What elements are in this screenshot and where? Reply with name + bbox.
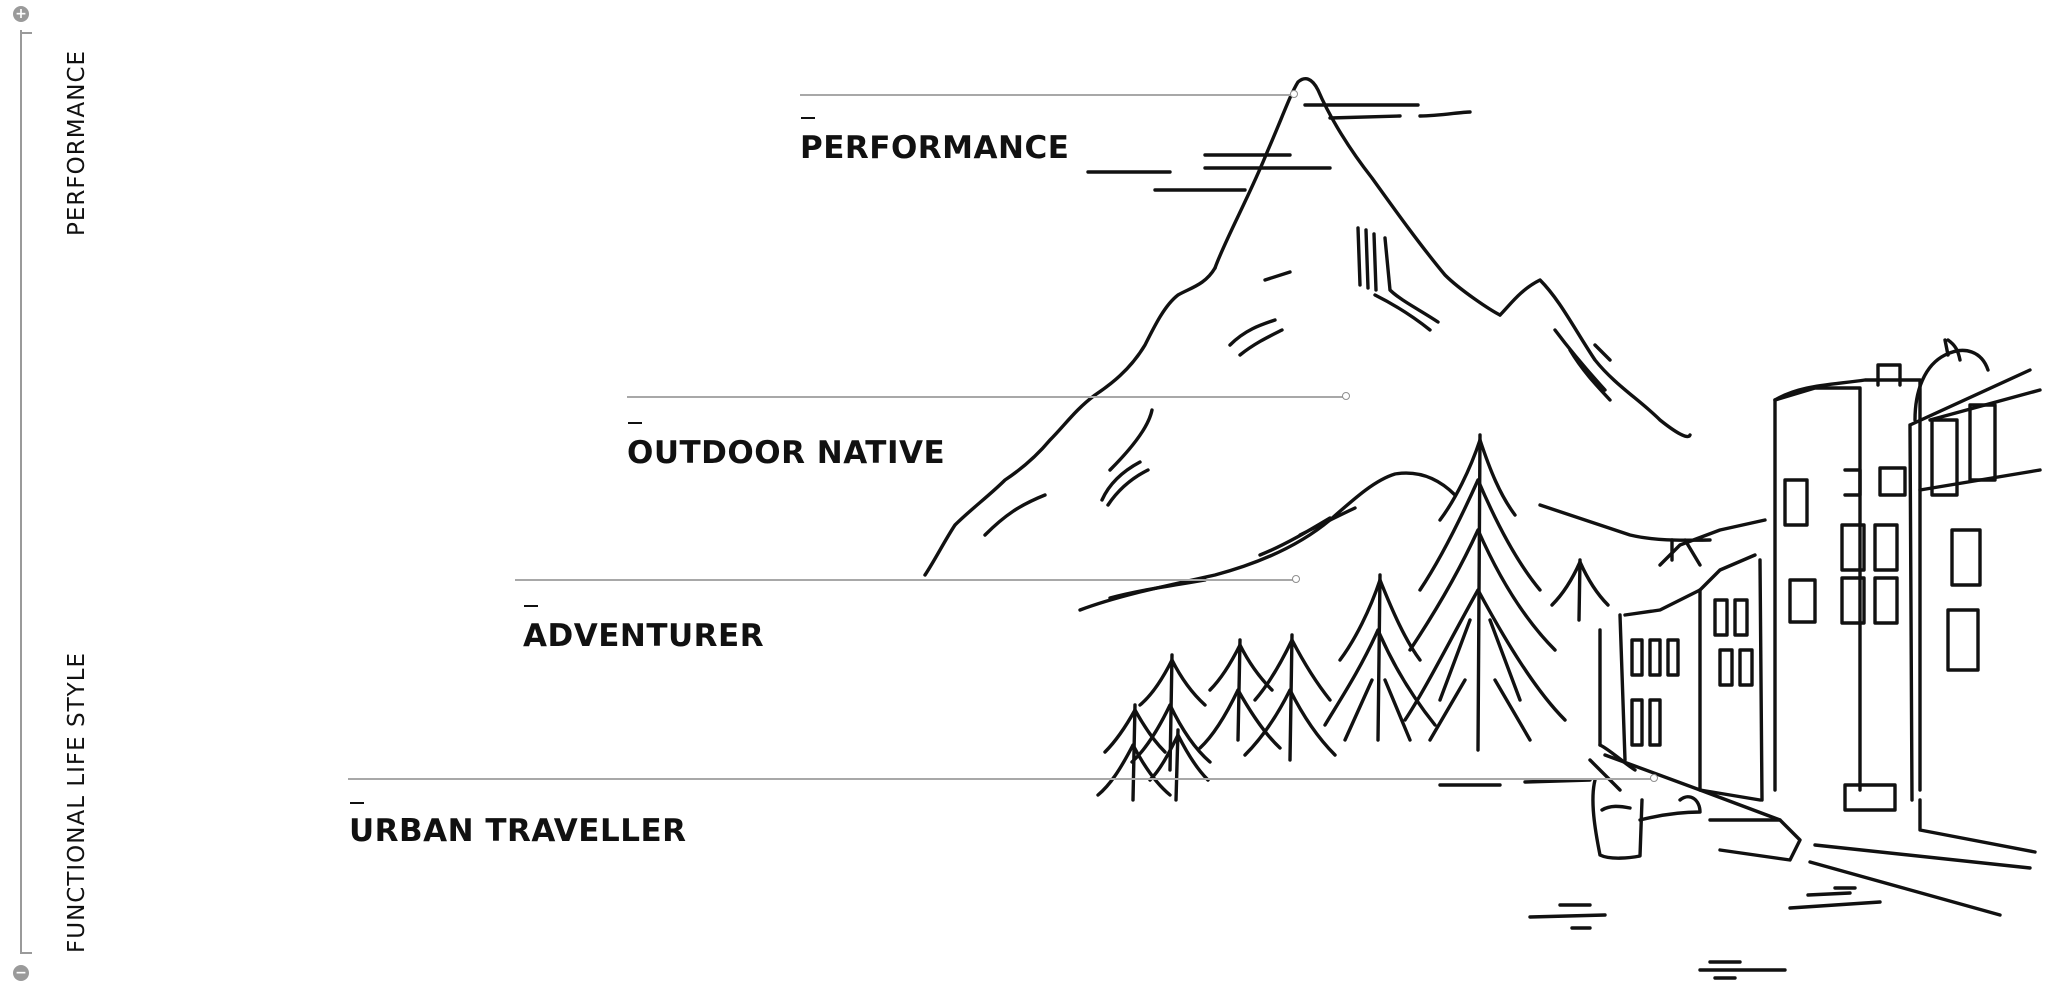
level-dot-outdoor-native[interactable] bbox=[1342, 392, 1350, 400]
level-dash-performance bbox=[801, 117, 815, 119]
mountain-peak-outline bbox=[1213, 77, 1502, 317]
mountain-left-slope bbox=[923, 266, 1217, 577]
level-label-outdoor-native[interactable]: OUTDOOR NATIVE bbox=[627, 435, 946, 471]
domed-building bbox=[1908, 338, 2042, 802]
slope-mark-3 bbox=[1263, 270, 1292, 282]
ridge-hatch-4 bbox=[1383, 236, 1440, 324]
level-label-urban-traveller[interactable]: URBAN TRAVELLER bbox=[349, 813, 687, 849]
level-line-urban-traveller bbox=[348, 778, 1652, 780]
spruce-tree-small-4 bbox=[1096, 703, 1172, 802]
spruce-tree-medium bbox=[1323, 573, 1437, 742]
slope-mark-7 bbox=[983, 493, 1047, 537]
lower-hill-right bbox=[1538, 503, 1712, 542]
slope-mark-4 bbox=[1100, 460, 1142, 502]
level-line-performance bbox=[800, 94, 1294, 96]
tower-building bbox=[1773, 363, 1922, 812]
spruce-tree-large bbox=[1403, 433, 1567, 752]
slope-mark-6 bbox=[1108, 408, 1154, 472]
scale-axis-top-cap bbox=[20, 32, 32, 34]
right-slope-marks bbox=[1553, 328, 1612, 402]
spruce-tree-small-1 bbox=[1243, 633, 1337, 762]
level-dot-performance[interactable] bbox=[1290, 90, 1298, 98]
spruce-tree-small-3 bbox=[1130, 653, 1212, 772]
level-label-adventurer[interactable]: ADVENTURER bbox=[523, 618, 765, 654]
spruce-tree-small-2 bbox=[1198, 638, 1282, 750]
cloud-streak-7 bbox=[1418, 110, 1472, 118]
level-dash-adventurer bbox=[524, 605, 538, 607]
spruce-tree-small-6 bbox=[1550, 558, 1610, 622]
level-dot-urban-traveller[interactable] bbox=[1650, 774, 1658, 782]
slope-mark-2 bbox=[1238, 328, 1284, 357]
scale-axis-bottom-cap bbox=[20, 952, 32, 954]
zoom-out-button[interactable]: − bbox=[13, 965, 29, 981]
ridge-hatch-3 bbox=[1372, 232, 1378, 292]
zoom-in-button[interactable]: + bbox=[13, 6, 29, 22]
level-dot-adventurer[interactable] bbox=[1292, 575, 1300, 583]
level-dash-urban-traveller bbox=[350, 802, 364, 804]
level-dash-outdoor-native bbox=[628, 422, 642, 424]
level-line-adventurer bbox=[515, 579, 1295, 581]
row-houses bbox=[1598, 518, 1767, 802]
scale-axis-line bbox=[20, 30, 22, 954]
cloud-streak-6 bbox=[1328, 114, 1402, 120]
lower-hill-hatch bbox=[1108, 506, 1357, 600]
ridge-hatch-2 bbox=[1364, 228, 1370, 290]
level-line-outdoor-native bbox=[627, 396, 1345, 398]
slope-mark-1 bbox=[1228, 318, 1277, 347]
spruce-tree-small-5 bbox=[1148, 728, 1210, 802]
level-label-performance[interactable]: PERFORMANCE bbox=[800, 130, 1070, 166]
ridge-hatch-5 bbox=[1373, 293, 1432, 332]
mountain-right-ridge bbox=[1498, 278, 1692, 439]
slope-mark-5 bbox=[1106, 468, 1150, 507]
ridge-hatch-1 bbox=[1356, 226, 1362, 287]
street bbox=[1438, 753, 2037, 980]
lower-hill-outline bbox=[1078, 471, 1457, 612]
